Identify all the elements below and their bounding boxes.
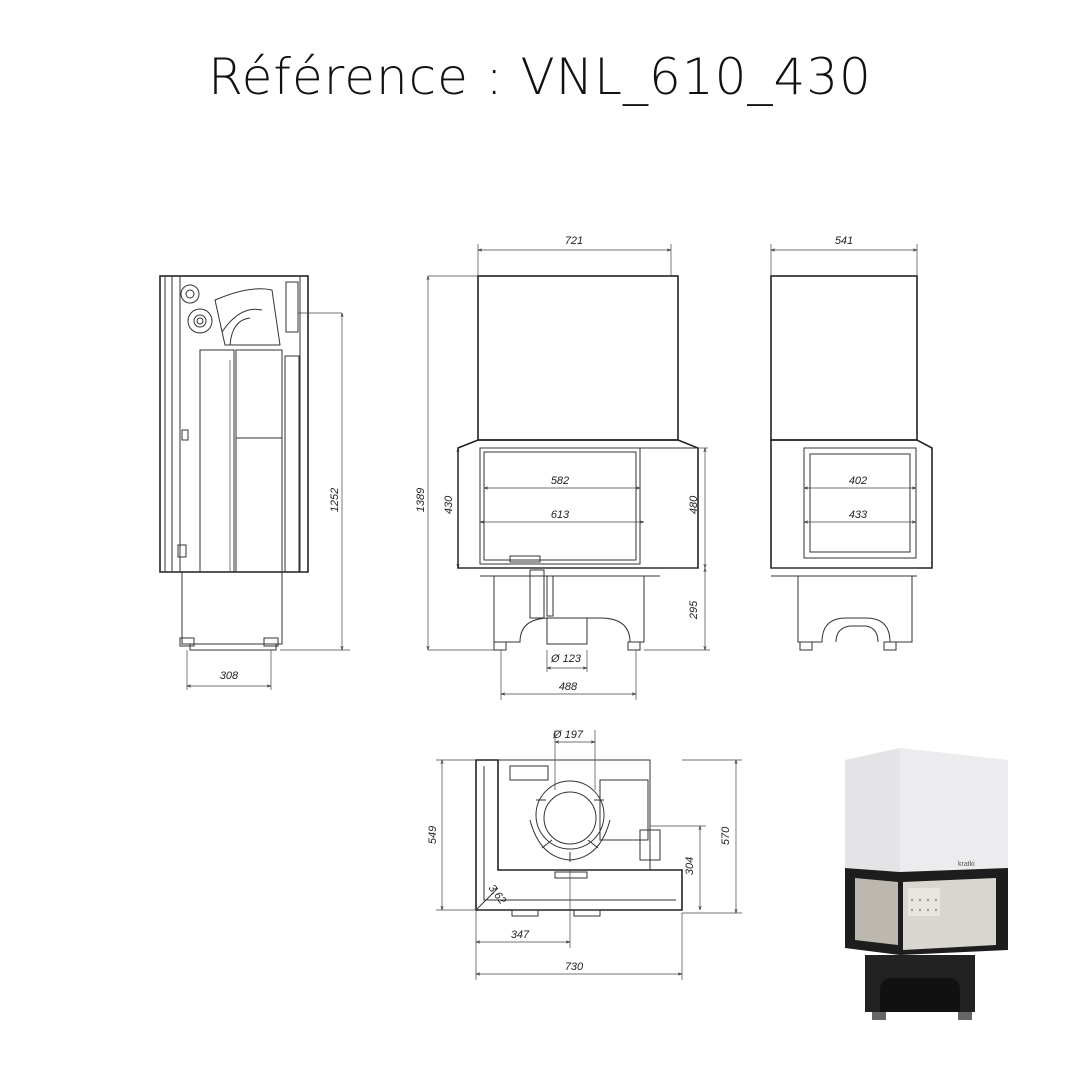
hood-side	[845, 748, 900, 872]
side-height-label: 1252	[329, 488, 341, 512]
front-top-width-label: 721	[565, 235, 583, 247]
top-offset-label: 304	[684, 857, 696, 875]
side-view: 308 1252	[159, 275, 350, 690]
right-inner-width-2: 433	[849, 509, 868, 521]
top-flue-diameter-label: Ø 197	[552, 729, 584, 741]
right-view: 541 402 433	[770, 235, 933, 651]
front-base-height-label: 295	[688, 600, 700, 620]
brand-logo: kratki	[958, 861, 975, 868]
top-depth-left-label: 549	[427, 826, 439, 844]
top-view: Ø 197 549 570 304 3,62 347 730	[427, 729, 742, 980]
top-offset-x-label: 347	[511, 929, 530, 941]
hood-front	[900, 748, 1008, 872]
top-total-width-label: 730	[565, 961, 584, 973]
front-view: 721 582 613 1389 430 480 295 Ø 123 488	[415, 235, 710, 700]
front-glass-height-label: 480	[688, 495, 700, 514]
page-title: Référence : VNL_610_430	[208, 48, 872, 106]
product-photo: kratki	[845, 748, 1008, 1020]
front-inner-width-1: 582	[551, 475, 569, 487]
front-opening-height-label: 430	[443, 495, 455, 514]
right-top-width-label: 541	[835, 235, 853, 247]
front-base-width-label: 488	[559, 681, 578, 693]
front-height-label: 1389	[415, 488, 427, 512]
top-depth-right-label: 570	[720, 826, 732, 845]
front-inner-width-2: 613	[551, 509, 570, 521]
front-flue-diameter-label: Ø 123	[550, 653, 582, 665]
side-width-label: 308	[220, 670, 239, 682]
top-angle-label: 3,62	[486, 882, 509, 906]
right-inner-width-1: 402	[849, 475, 867, 487]
